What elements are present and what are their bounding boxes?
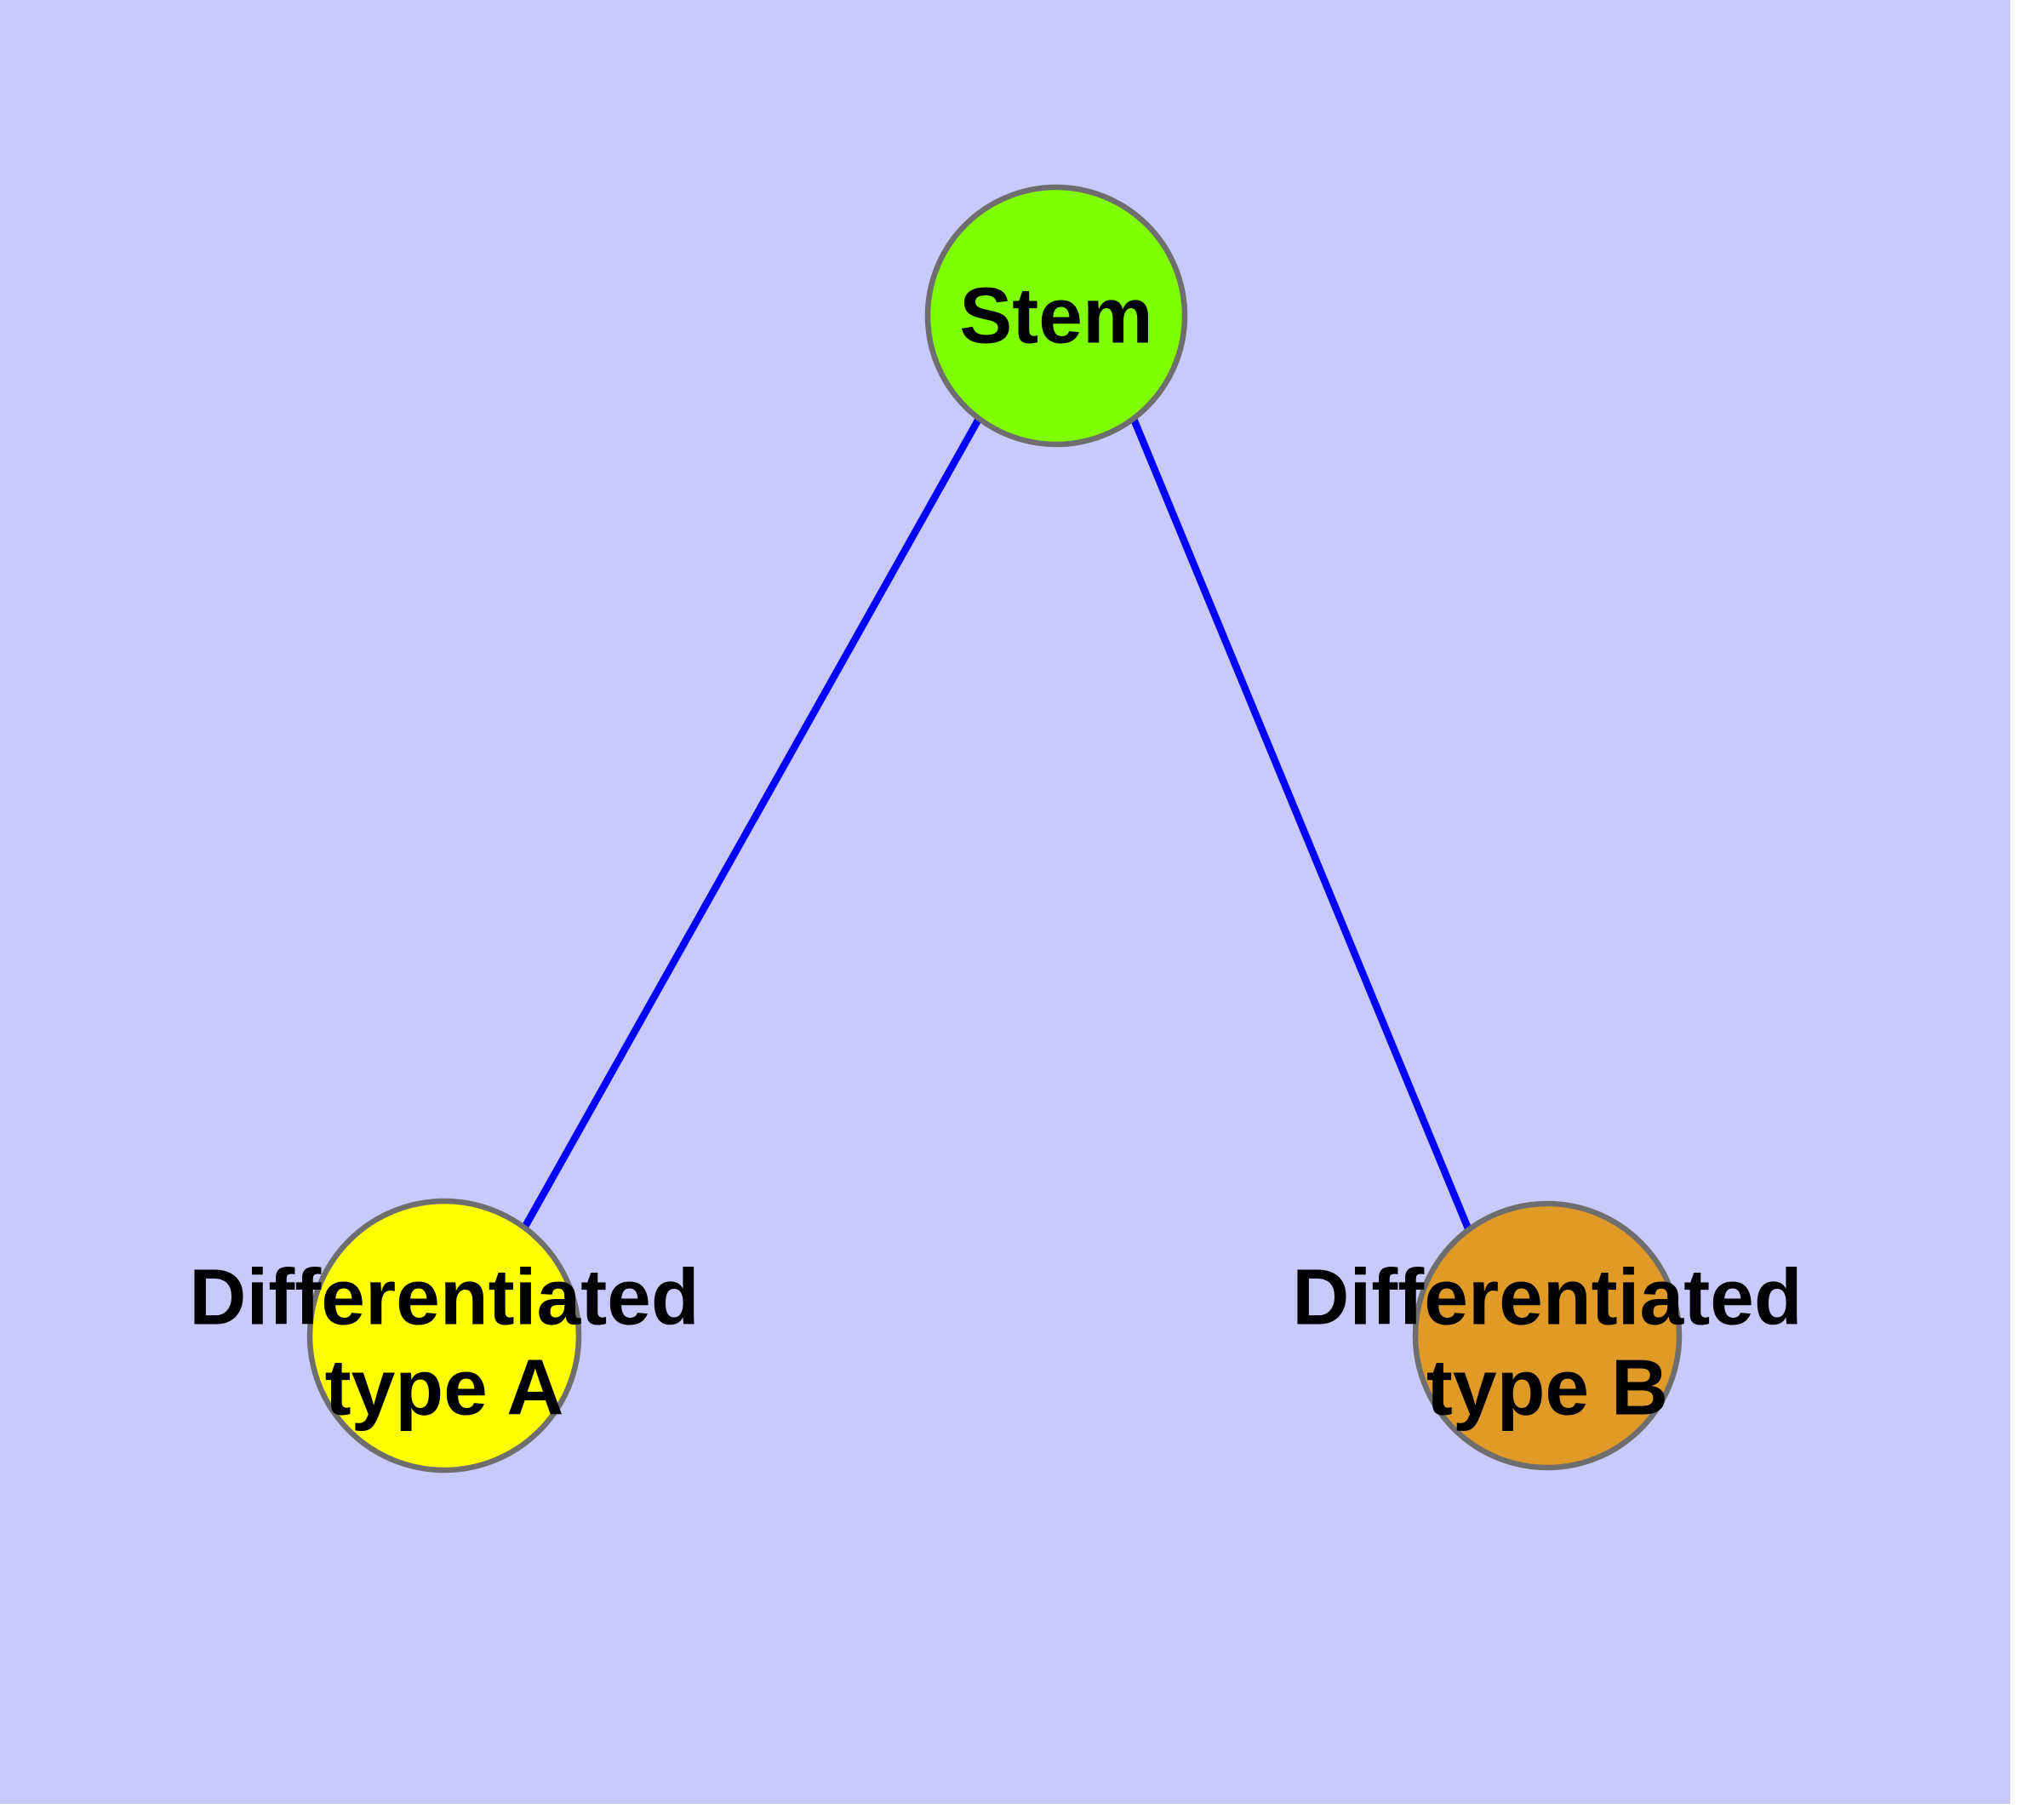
node-differentiated-type-a-label-line1: Differentiated <box>189 1253 699 1342</box>
node-differentiated-type-b-label-line2: type B <box>1426 1343 1668 1432</box>
node-stem-circle[interactable] <box>924 184 1188 448</box>
node-differentiated-type-a-circle[interactable] <box>306 1198 582 1474</box>
edge-stem-to-differentiated-type-b[interactable] <box>1130 417 1473 1234</box>
edge-layer <box>518 416 1473 1235</box>
node-differentiated-type-b[interactable]: Differentiated type B <box>1292 1200 1803 1471</box>
node-stem[interactable]: Stem <box>924 184 1188 448</box>
node-differentiated-type-a-label-line2: type A <box>325 1343 564 1432</box>
node-differentiated-type-a[interactable]: Differentiated type A <box>189 1198 700 1474</box>
edge-stem-to-differentiated-type-a[interactable] <box>518 416 982 1235</box>
node-layer: Stem Differentiated type A Differentiate… <box>189 184 1803 1474</box>
node-stem-label: Stem <box>959 272 1152 360</box>
node-differentiated-type-b-label-line1: Differentiated <box>1292 1253 1802 1342</box>
node-differentiated-type-b-circle[interactable] <box>1412 1200 1683 1471</box>
